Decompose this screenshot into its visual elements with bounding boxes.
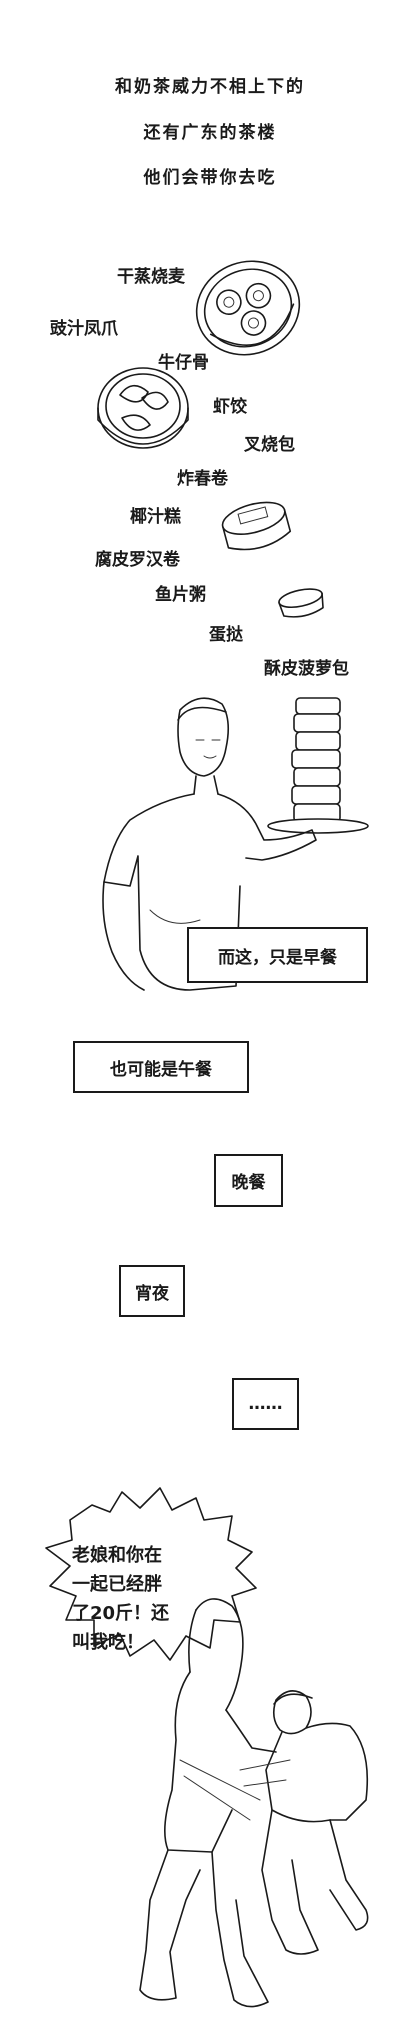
- dish-label-spring-roll: 炸春卷: [177, 469, 228, 489]
- waiter-illustration: [102, 697, 369, 991]
- dish-label-tofu-skin-roll: 腐皮罗汉卷: [95, 550, 180, 570]
- intro-line-3: 他们会带你去吃: [143, 168, 277, 188]
- late-night-caption: 宵夜: [119, 1265, 185, 1317]
- speech-line-3: 了20斤！还: [72, 1603, 170, 1624]
- speech-bubble: 老娘和你在 一起已经胖 了20斤！还 叫我吃！: [72, 1541, 212, 1657]
- speech-line-4: 叫我吃！: [72, 1632, 144, 1653]
- intro-line-1: 和奶茶威力不相上下的: [115, 77, 305, 97]
- dish-label-char-siu-bao: 叉烧包: [244, 435, 295, 455]
- ellipsis-caption: ……: [232, 1378, 299, 1430]
- dish-label-fish-congee: 鱼片粥: [155, 585, 206, 605]
- dish-label-short-ribs: 牛仔骨: [158, 353, 209, 373]
- dish-label-chicken-feet: 豉汁凤爪: [50, 319, 118, 339]
- dish-label-har-gow: 虾饺: [213, 397, 247, 417]
- small-steamer-icon: [221, 501, 292, 551]
- lunch-caption: 也可能是午餐: [73, 1041, 249, 1093]
- breakfast-caption: 而这，只是早餐: [187, 927, 368, 983]
- intro-line-2: 还有广东的茶楼: [143, 123, 277, 143]
- har-gow-basket-icon: [97, 367, 189, 449]
- couple-illustration: [139, 1598, 369, 2008]
- dish-label-egg-tart: 蛋挞: [209, 625, 243, 645]
- dish-label-pineapple-bun: 酥皮菠萝包: [264, 659, 349, 679]
- speech-line-2: 一起已经胖: [72, 1574, 162, 1595]
- dinner-caption: 晚餐: [214, 1154, 283, 1207]
- egg-tart-tin-icon: [278, 588, 324, 618]
- steamer-basket-icon: [195, 260, 301, 356]
- dish-label-coconut-cake: 椰汁糕: [130, 507, 181, 527]
- speech-line-1: 老娘和你在: [72, 1545, 162, 1566]
- dish-label-shaomai: 干蒸烧麦: [117, 267, 185, 287]
